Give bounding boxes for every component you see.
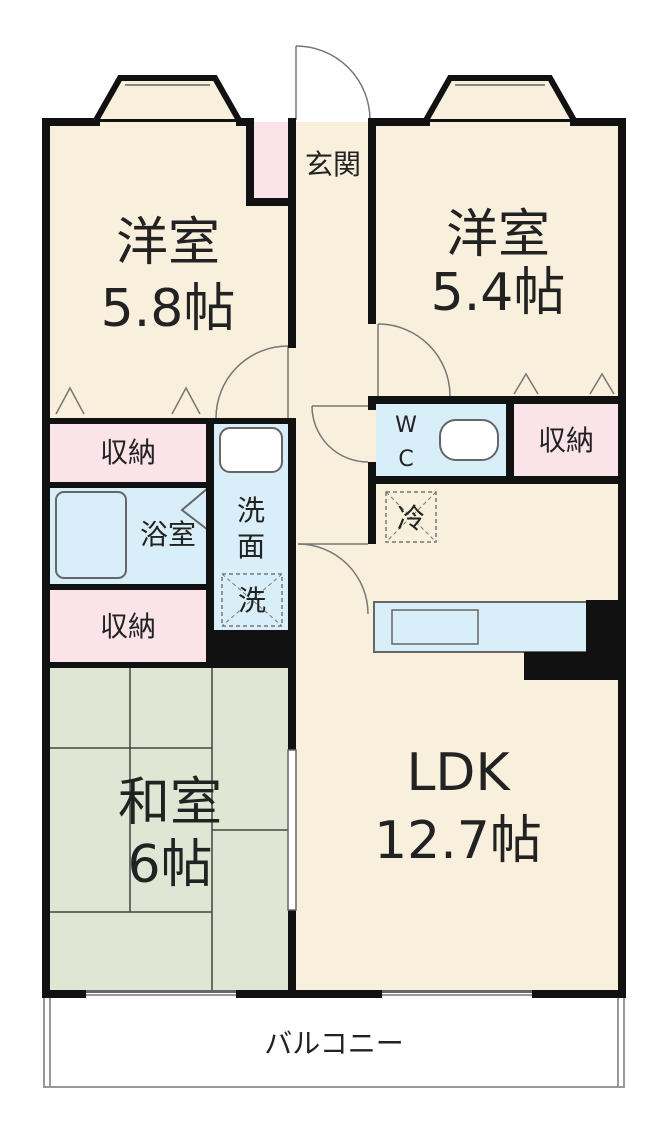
western-room-right-size: 5.4帖 — [431, 263, 566, 323]
ldk-floor — [372, 400, 622, 992]
toilet — [439, 419, 499, 461]
wash-label-1: 洗 — [237, 494, 265, 527]
fridge-label: 冷 — [397, 502, 425, 535]
bathtub — [55, 491, 127, 579]
storage-3-label: 収納 — [538, 424, 594, 457]
ldk-name: LDK — [406, 743, 511, 803]
storage-1-label: 収納 — [100, 436, 156, 469]
ldk-size: 12.7帖 — [374, 811, 542, 871]
closet-markers — [55, 372, 615, 415]
walls — [42, 118, 626, 998]
japanese-room-size: 6帖 — [127, 835, 212, 895]
balcony-label: バルコニー — [264, 1027, 403, 1060]
laundry-pan — [221, 573, 283, 627]
wc-label-1: W — [395, 413, 417, 438]
western-room-left-size: 5.8帖 — [101, 279, 236, 339]
bath-label: 浴室 — [140, 518, 196, 551]
western-room-right-floor — [372, 122, 622, 400]
ldk-floor-lower — [292, 660, 372, 992]
shoe-storage — [254, 122, 294, 200]
storage-2 — [48, 588, 208, 662]
tatami-lines — [48, 668, 292, 992]
storage-1 — [48, 422, 208, 482]
wash-label-2: 面 — [237, 530, 265, 563]
fridge-spot — [385, 491, 437, 543]
entrance-label: 玄関 — [305, 148, 361, 181]
laundry-label: 洗 — [238, 584, 266, 617]
japanese-room-name: 和室 — [118, 773, 222, 833]
door-swings — [215, 45, 451, 615]
sink — [219, 427, 283, 473]
balcony — [43, 994, 625, 1088]
wc-label-2: C — [398, 447, 413, 472]
storage-3 — [512, 400, 622, 480]
western-room-left-name: 洋室 — [116, 213, 220, 273]
storage-2-label: 収納 — [100, 610, 156, 643]
western-room-right-name: 洋室 — [446, 205, 550, 265]
